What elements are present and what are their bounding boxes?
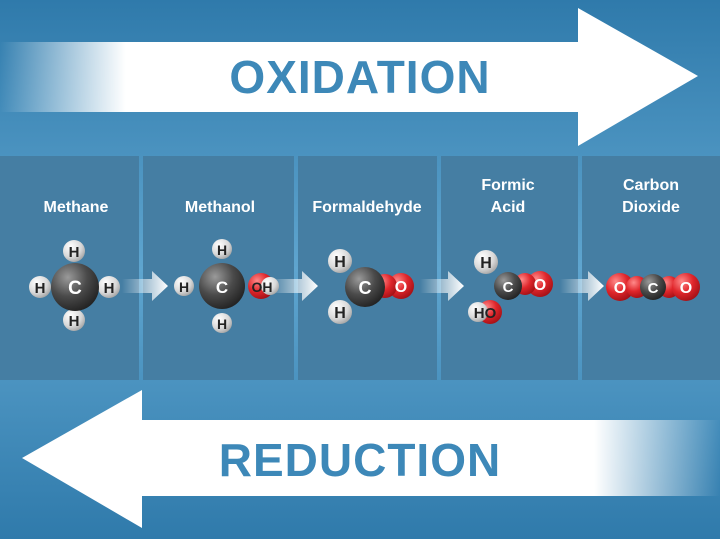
svg-text:O: O bbox=[395, 279, 407, 296]
methanol-molecule: H H H OH C bbox=[174, 239, 279, 333]
svg-text:H: H bbox=[480, 255, 492, 272]
svg-text:C: C bbox=[68, 278, 82, 299]
svg-text:H: H bbox=[217, 316, 227, 332]
hydrogen-atom bbox=[174, 276, 194, 296]
carbon-atom bbox=[345, 267, 385, 307]
hydrogen-atom bbox=[63, 240, 85, 262]
svg-text:H: H bbox=[334, 254, 346, 271]
svg-text:H: H bbox=[217, 242, 227, 258]
svg-text:OH: OH bbox=[252, 279, 273, 295]
svg-text:C: C bbox=[359, 278, 372, 298]
formic-acid-molecule: H O HO C bbox=[468, 250, 553, 324]
hydrogen-atom bbox=[98, 276, 120, 298]
hydrogen-atom bbox=[212, 239, 232, 259]
svg-text:H: H bbox=[104, 280, 115, 297]
methane-molecule: H H H H C bbox=[29, 240, 120, 331]
carbon-atom bbox=[199, 263, 245, 309]
svg-text:H: H bbox=[179, 279, 189, 295]
panel-carbon-dioxide bbox=[582, 156, 720, 380]
oxygen-atom bbox=[672, 273, 700, 301]
molecule-label-methane: Methane bbox=[43, 199, 109, 216]
svg-text:HO: HO bbox=[474, 305, 497, 322]
hydrogen-atom bbox=[261, 277, 279, 295]
panel-formic-acid bbox=[441, 156, 578, 380]
molecule-label-formic-acid: Formic Acid bbox=[481, 177, 535, 216]
oxygen-atom bbox=[606, 273, 634, 301]
svg-text:H: H bbox=[69, 244, 80, 261]
hydrogen-atom bbox=[212, 313, 232, 333]
formaldehyde-molecule: H H O C bbox=[328, 249, 414, 324]
step-arrow bbox=[420, 271, 464, 301]
hydrogen-atom bbox=[474, 250, 498, 274]
svg-text:O: O bbox=[614, 280, 626, 297]
molecule-label-formaldehyde: Formaldehyde bbox=[312, 199, 422, 216]
step-arrow bbox=[270, 271, 318, 301]
carbon-atom bbox=[640, 274, 666, 300]
svg-text:H: H bbox=[35, 280, 46, 297]
hydrogen-atom bbox=[328, 249, 352, 273]
oxidation-arrow bbox=[0, 8, 698, 146]
svg-text:O: O bbox=[680, 280, 692, 297]
reduction-label: REDUCTION bbox=[218, 434, 502, 486]
svg-text:O: O bbox=[534, 277, 546, 294]
svg-text:C: C bbox=[648, 280, 659, 297]
svg-text:H: H bbox=[334, 305, 346, 322]
svg-text:H: H bbox=[69, 313, 80, 330]
hydrogen-atom bbox=[29, 276, 51, 298]
hydrogen-atom bbox=[468, 302, 488, 322]
svg-text:C: C bbox=[216, 278, 228, 297]
hydrogen-atom bbox=[328, 300, 352, 324]
oxidation-label: OXIDATION bbox=[229, 51, 491, 103]
svg-text:C: C bbox=[503, 279, 514, 296]
step-arrow bbox=[122, 271, 168, 301]
molecule-label-methanol: Methanol bbox=[184, 199, 256, 216]
carbon-atom bbox=[494, 272, 522, 300]
carbon-dioxide-molecule: O O C bbox=[606, 273, 700, 301]
carbon-atom bbox=[51, 263, 99, 311]
step-arrow bbox=[560, 271, 604, 301]
hydrogen-atom bbox=[63, 309, 85, 331]
reduction-arrow bbox=[22, 390, 720, 528]
molecule-label-carbon-dioxide: Carbon Dioxide bbox=[622, 177, 680, 216]
